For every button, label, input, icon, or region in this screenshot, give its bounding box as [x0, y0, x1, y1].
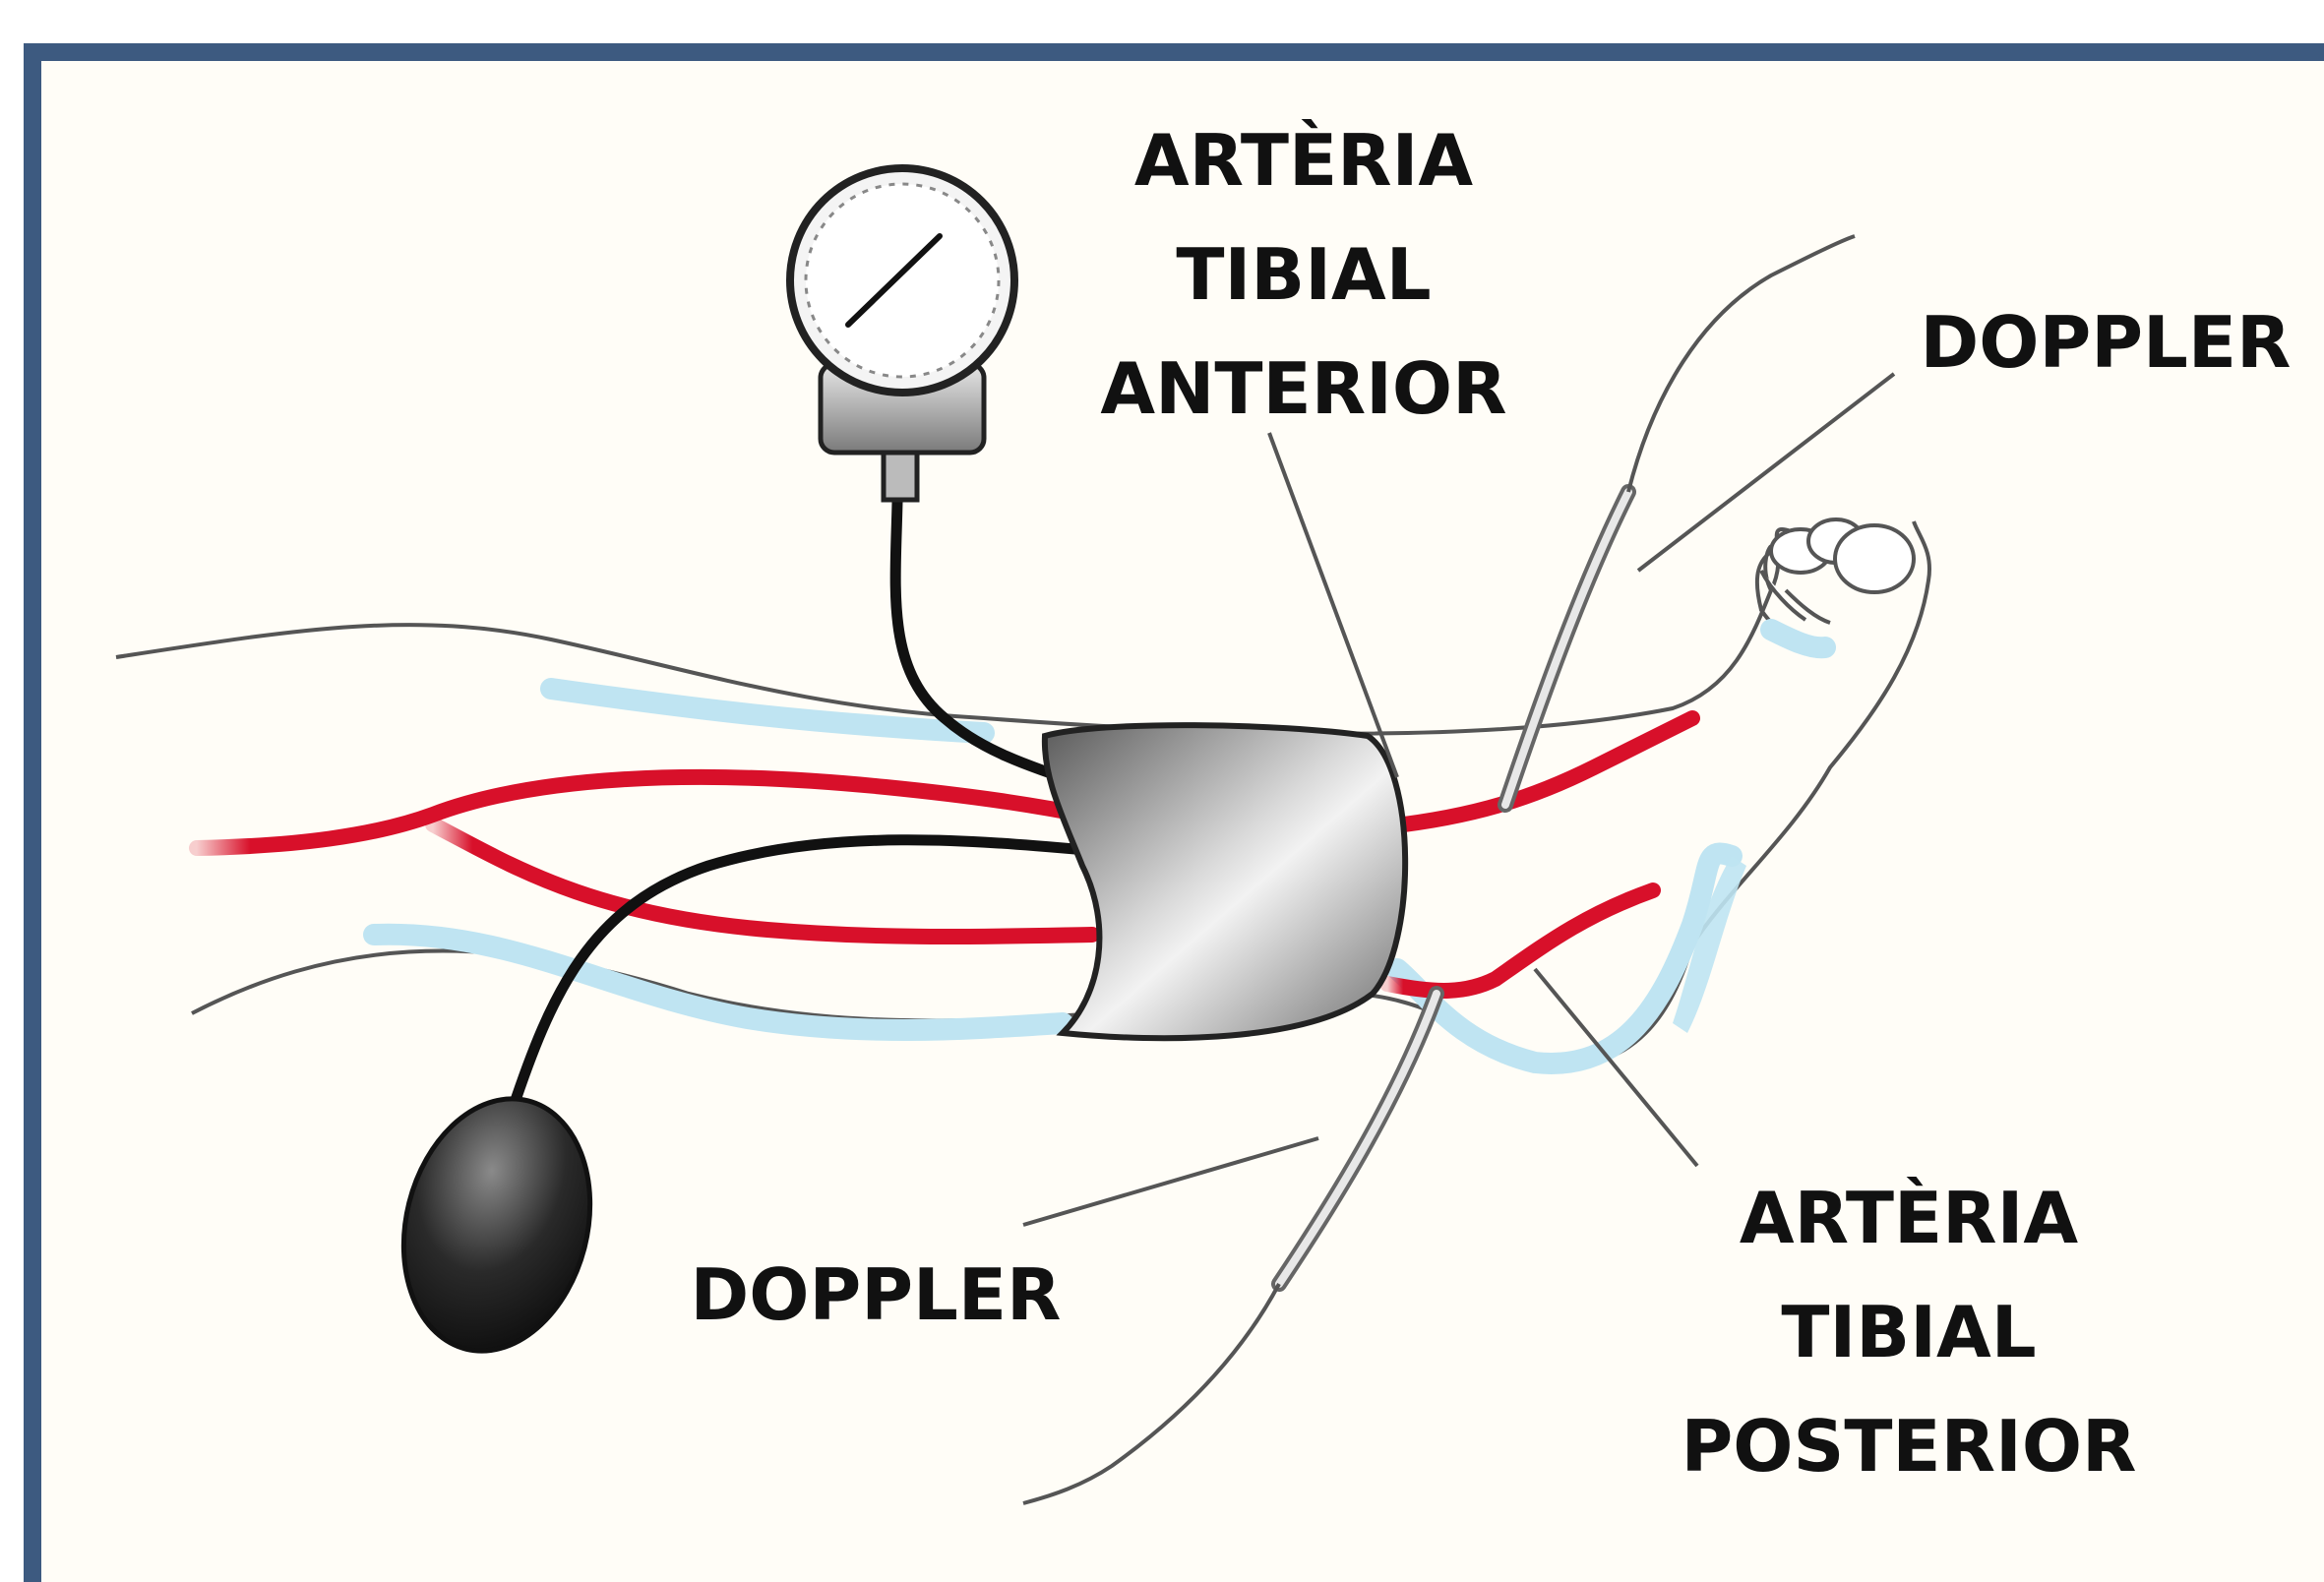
- label-line: TIBIAL: [1063, 217, 1545, 332]
- label-line: ANTERIOR: [1063, 332, 1545, 446]
- doppler-probe-icon-bottom: [1023, 994, 1437, 1503]
- toes: [1761, 519, 1914, 623]
- label-line: TIBIAL: [1663, 1275, 2155, 1389]
- label-arteria-tibial-anterior: ARTÈRIA TIBIAL ANTERIOR: [1063, 103, 1545, 446]
- sphygmomanometer-gauge-icon: [790, 168, 1014, 500]
- label-line: ARTÈRIA: [1663, 1161, 2155, 1275]
- label-line: ARTÈRIA: [1063, 103, 1545, 217]
- label-doppler-bottom: DOPPLER: [669, 1238, 1082, 1352]
- inflation-bulb-icon: [378, 1079, 615, 1371]
- blood-pressure-cuff-icon: [1045, 725, 1405, 1038]
- label-line: POSTERIOR: [1663, 1389, 2155, 1503]
- label-doppler-top: DOPPLER: [1899, 285, 2312, 399]
- label-arteria-tibial-posterior: ARTÈRIA TIBIAL POSTERIOR: [1663, 1161, 2155, 1503]
